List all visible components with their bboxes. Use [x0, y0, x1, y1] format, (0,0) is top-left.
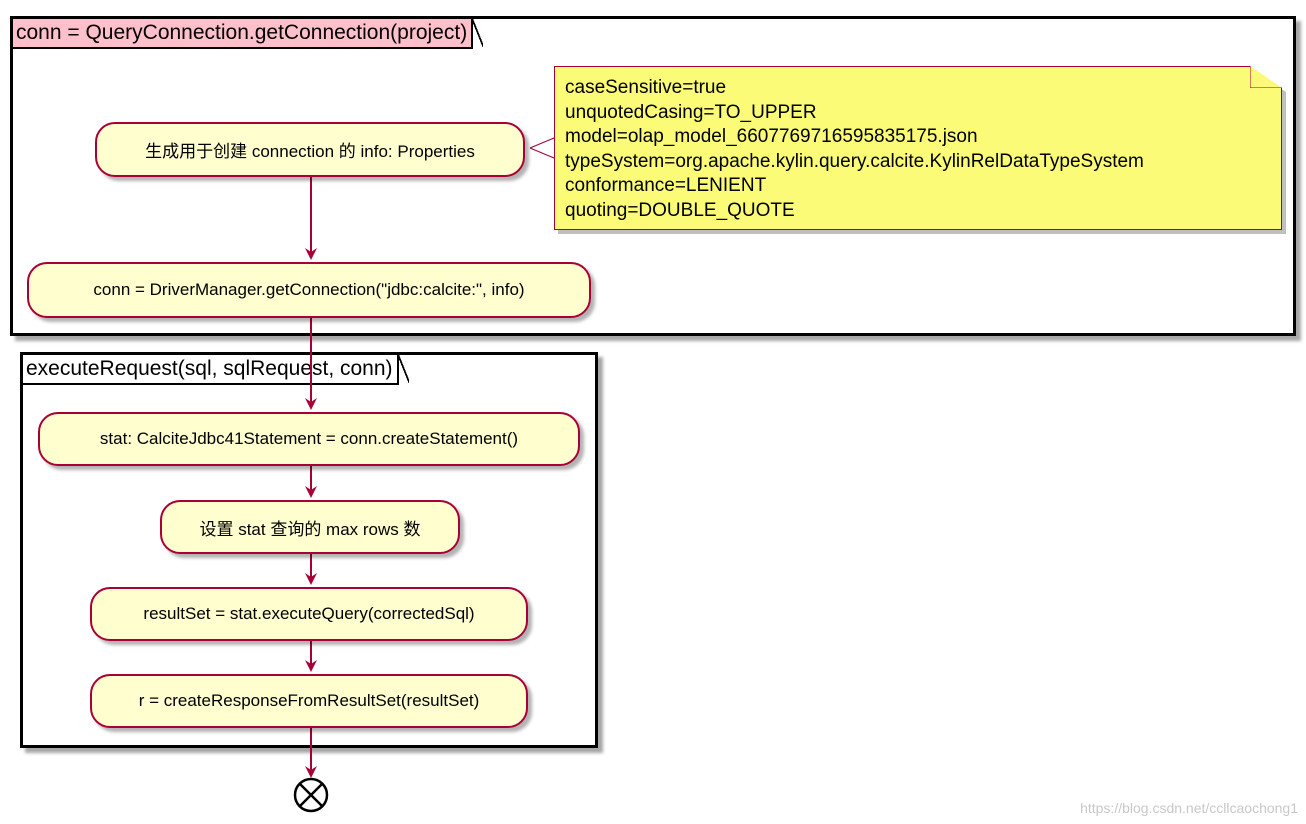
note-line: caseSensitive=true: [565, 77, 727, 98]
note-line: typeSystem=org.apache.kylin.query.calcit…: [565, 150, 1144, 172]
note-connector: [529, 137, 555, 149]
note-line: conformance=LENIENT: [565, 175, 767, 196]
watermark: https://blog.csdn.net/ccllcaochong1: [1080, 800, 1298, 816]
frame-get-connection-title: conn = QueryConnection.getConnection(pro…: [13, 17, 484, 49]
activity-set-max-rows: 设置 stat 查询的 max rows 数: [160, 500, 460, 554]
note-line: quoting=DOUBLE_QUOTE: [565, 199, 795, 221]
activity-create-response: r = createResponseFromResultSet(resultSe…: [90, 674, 528, 728]
note-connector-2: [529, 147, 555, 159]
note-fold-icon: [1250, 66, 1282, 88]
activity-generate-info: 生成用于创建 connection 的 info: Properties: [95, 122, 525, 177]
frame-execute-request-title: executeRequest(sql, sqlRequest, conn): [23, 353, 409, 385]
activity-execute-query: resultSet = stat.executeQuery(correctedS…: [90, 587, 528, 641]
activity-get-connection: conn = DriverManager.getConnection("jdbc…: [27, 262, 591, 318]
activity-create-statement: stat: CalciteJdbc41Statement = conn.crea…: [38, 412, 580, 466]
note-line: unquotedCasing=TO_UPPER: [565, 101, 817, 123]
end-circle-x-icon: [293, 777, 329, 813]
note-line: model=olap_model_6607769716595835175.jso…: [565, 126, 978, 147]
connection-properties-note: caseSensitive=true unquotedCasing=TO_UPP…: [554, 66, 1282, 230]
